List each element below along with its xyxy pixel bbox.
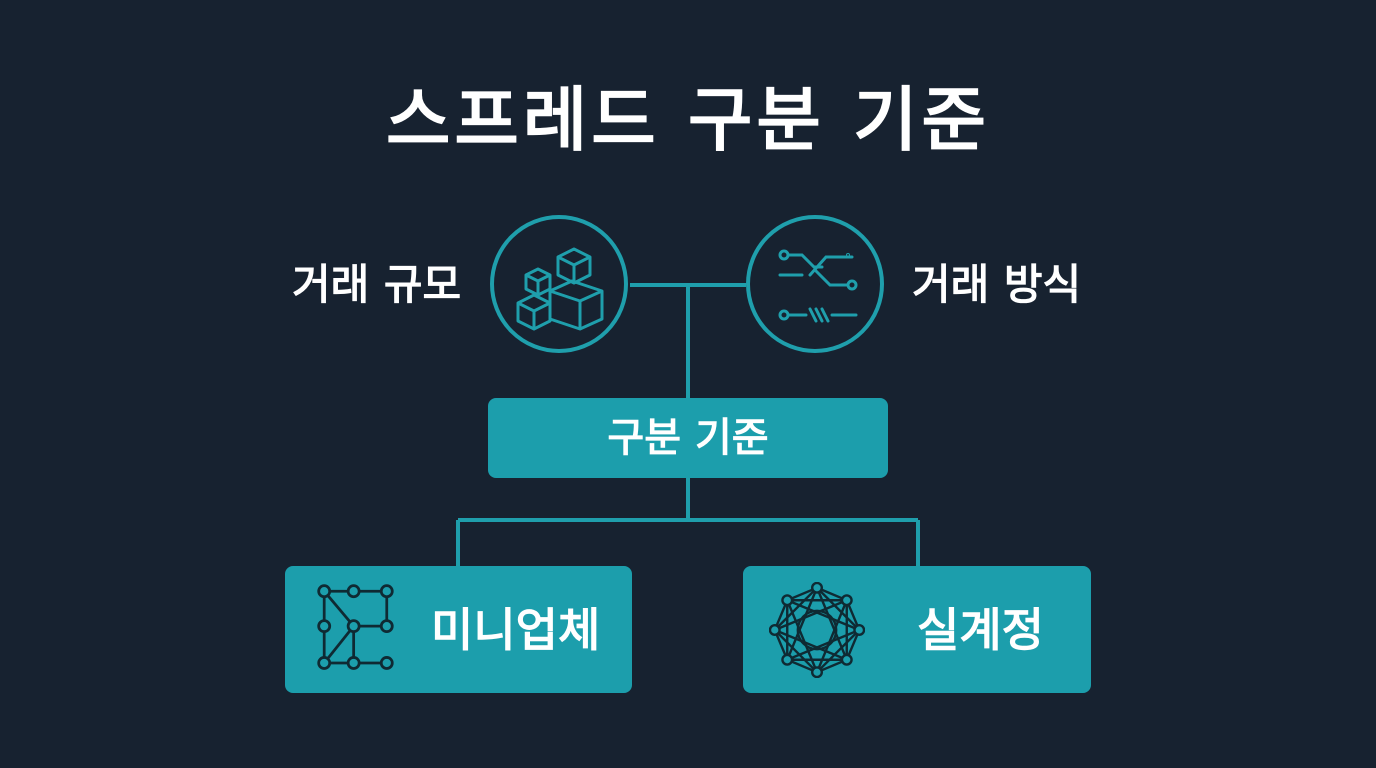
criteria-box: 구분 기준 (488, 398, 888, 478)
mini-broker-label: 미니업체 (431, 603, 601, 657)
trade-size-circle (490, 215, 628, 353)
real-account-label: 실계정 (917, 603, 1044, 657)
trade-method-circle (746, 215, 884, 353)
diagram-title: 스프레드 구분 기준 (386, 79, 990, 161)
mini-broker-box: 미니업체 (285, 566, 632, 693)
circuit-icon (778, 249, 858, 323)
cubes-icon (516, 247, 604, 331)
network-nodes-icon (317, 584, 394, 670)
trade-size-label: 거래 규모 (292, 260, 462, 309)
real-account-box: 실계정 (743, 566, 1091, 693)
criteria-label: 구분 기준 (607, 415, 769, 461)
mesh-polygon-icon (769, 582, 865, 678)
trade-method-label: 거래 방식 (912, 260, 1082, 309)
